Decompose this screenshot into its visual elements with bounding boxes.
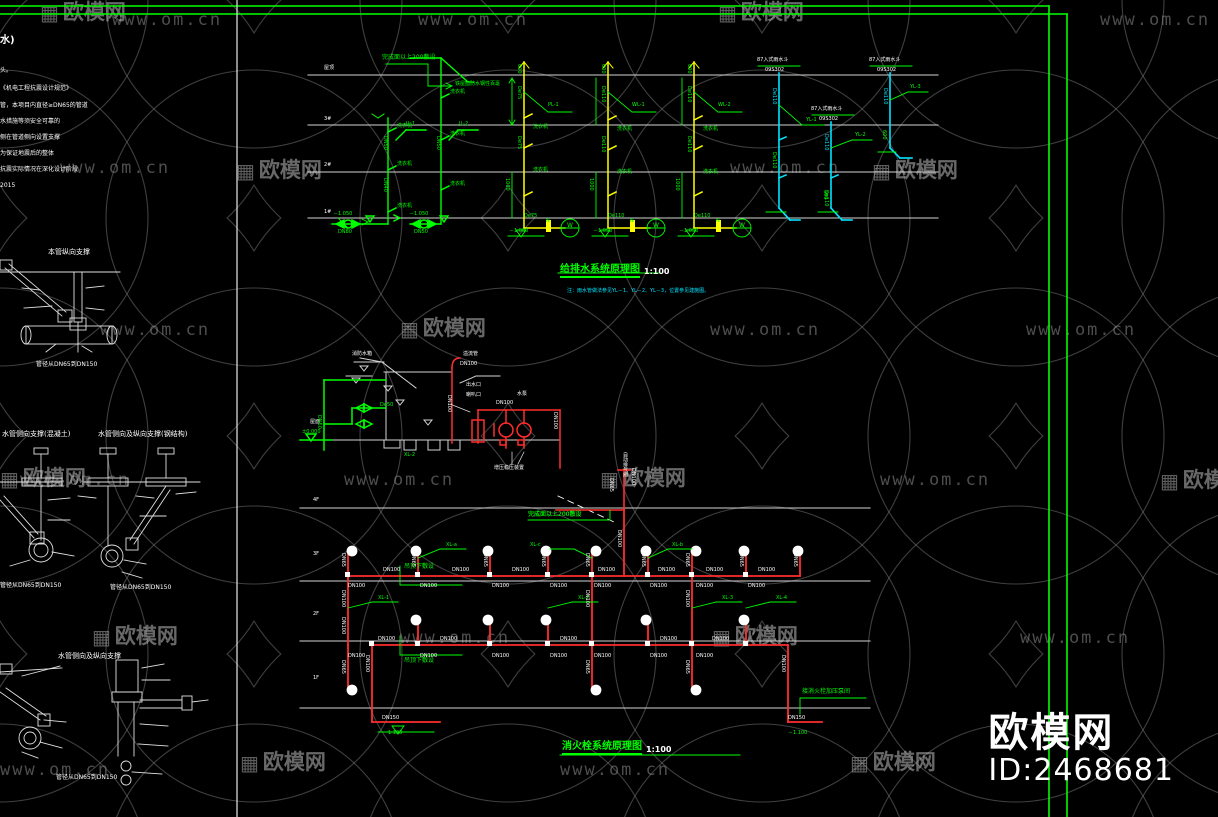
watermark-url: www.om.cn [100,320,211,340]
left-detail-2 [0,447,75,567]
sheet-border [0,5,1068,817]
watermark-url: www.om.cn [0,760,111,780]
riser-YL-1-annot [757,65,825,213]
watermark-url: www.om.cn [710,320,821,340]
bench-logo-icon: ▦ [400,316,419,341]
watermark-url: www.om.cn [112,10,223,30]
riser-YL-2 [829,121,853,222]
watermark-url: www.om.cn [730,158,841,178]
bench-logo-icon: ▦ [1160,468,1179,493]
mid-diagram-down-red [555,469,631,511]
mid-diagram-pumpset [471,409,561,469]
watermark-url: www.om.cn [1026,320,1137,340]
mid-diagram-overflow [451,357,461,444]
bench-logo-icon: ▦ [0,466,19,491]
riser-WL-2-annot [677,77,752,238]
riser-WL-1-annot [591,77,666,238]
brand-id: ID:2468681 [988,753,1174,788]
watermark-url: www.om.cn [344,470,455,490]
riser-YL-1 [777,72,801,222]
watermark-url: www.om.cn [60,158,171,178]
watermark-url: www.om.cn [20,470,131,490]
bench-logo-icon: ▦ [40,0,59,25]
top-diagram-notes [385,63,661,274]
left-detail-3 [77,447,201,579]
watermark-url: www.om.cn [880,470,991,490]
left-detail-4 [0,659,209,786]
fire-main-network [347,507,823,723]
site-brand-watermark: 欧模网 ID:2468681 [988,712,1174,787]
watermark-url: www.om.cn [400,628,511,648]
riser-JL-2 [393,57,479,230]
bench-logo-icon: ▦ [92,624,111,649]
mid-diagram-note-leader [527,509,611,521]
riser-PL-1-annot [507,77,580,238]
watermark-url: www.om.cn [418,10,529,30]
bottom-diagram-floor-lines [299,507,871,709]
bench-logo-icon: ▦ [872,158,891,183]
riser-YL-2-annot [811,114,873,213]
riser-WL-1 [602,61,651,232]
watermark-url: www.om.cn [560,760,671,780]
watermark-url: www.om.cn [1020,628,1131,648]
left-detail-1 [0,259,121,353]
bench-logo-icon: ▦ [236,158,255,183]
watermark-logo: ▦ 欧模网 [400,316,486,341]
mid-diagram-pumpset-leader [449,403,525,465]
fire-riser-column [346,545,804,696]
bench-logo-icon: ▦ [718,0,737,25]
mid-to-bottom-connector [557,495,615,523]
watermark-logo: ▦ 欧模网 [600,466,686,491]
bench-logo-icon: ▦ [600,466,619,491]
watermark-logo: ▦ 欧模网 [236,158,322,183]
bench-logo-icon: ▦ [850,750,869,775]
watermark-logo: ▦ 欧模网 [872,158,958,183]
riser-YL-3-annot [869,65,929,153]
riser-YL-3 [888,72,913,160]
riser-PL-1 [518,61,566,232]
watermark-logo: ▦ 欧模网 [850,750,936,775]
watermark-url: www.om.cn [1100,10,1211,30]
watermark-logo: ▦ 欧模网 [240,750,326,775]
bench-logo-icon: ▦ [240,750,259,775]
watermark-logo: ▦ 欧模网 [92,624,178,649]
riser-JL-1 [331,113,427,230]
top-diagram-floor-lines [307,74,939,219]
watermark-logo: ▦ 欧模网 [1160,468,1218,493]
fire-fittings [345,572,748,646]
riser-WL-2 [688,61,737,232]
brand-name: 欧模网 [988,710,1115,756]
